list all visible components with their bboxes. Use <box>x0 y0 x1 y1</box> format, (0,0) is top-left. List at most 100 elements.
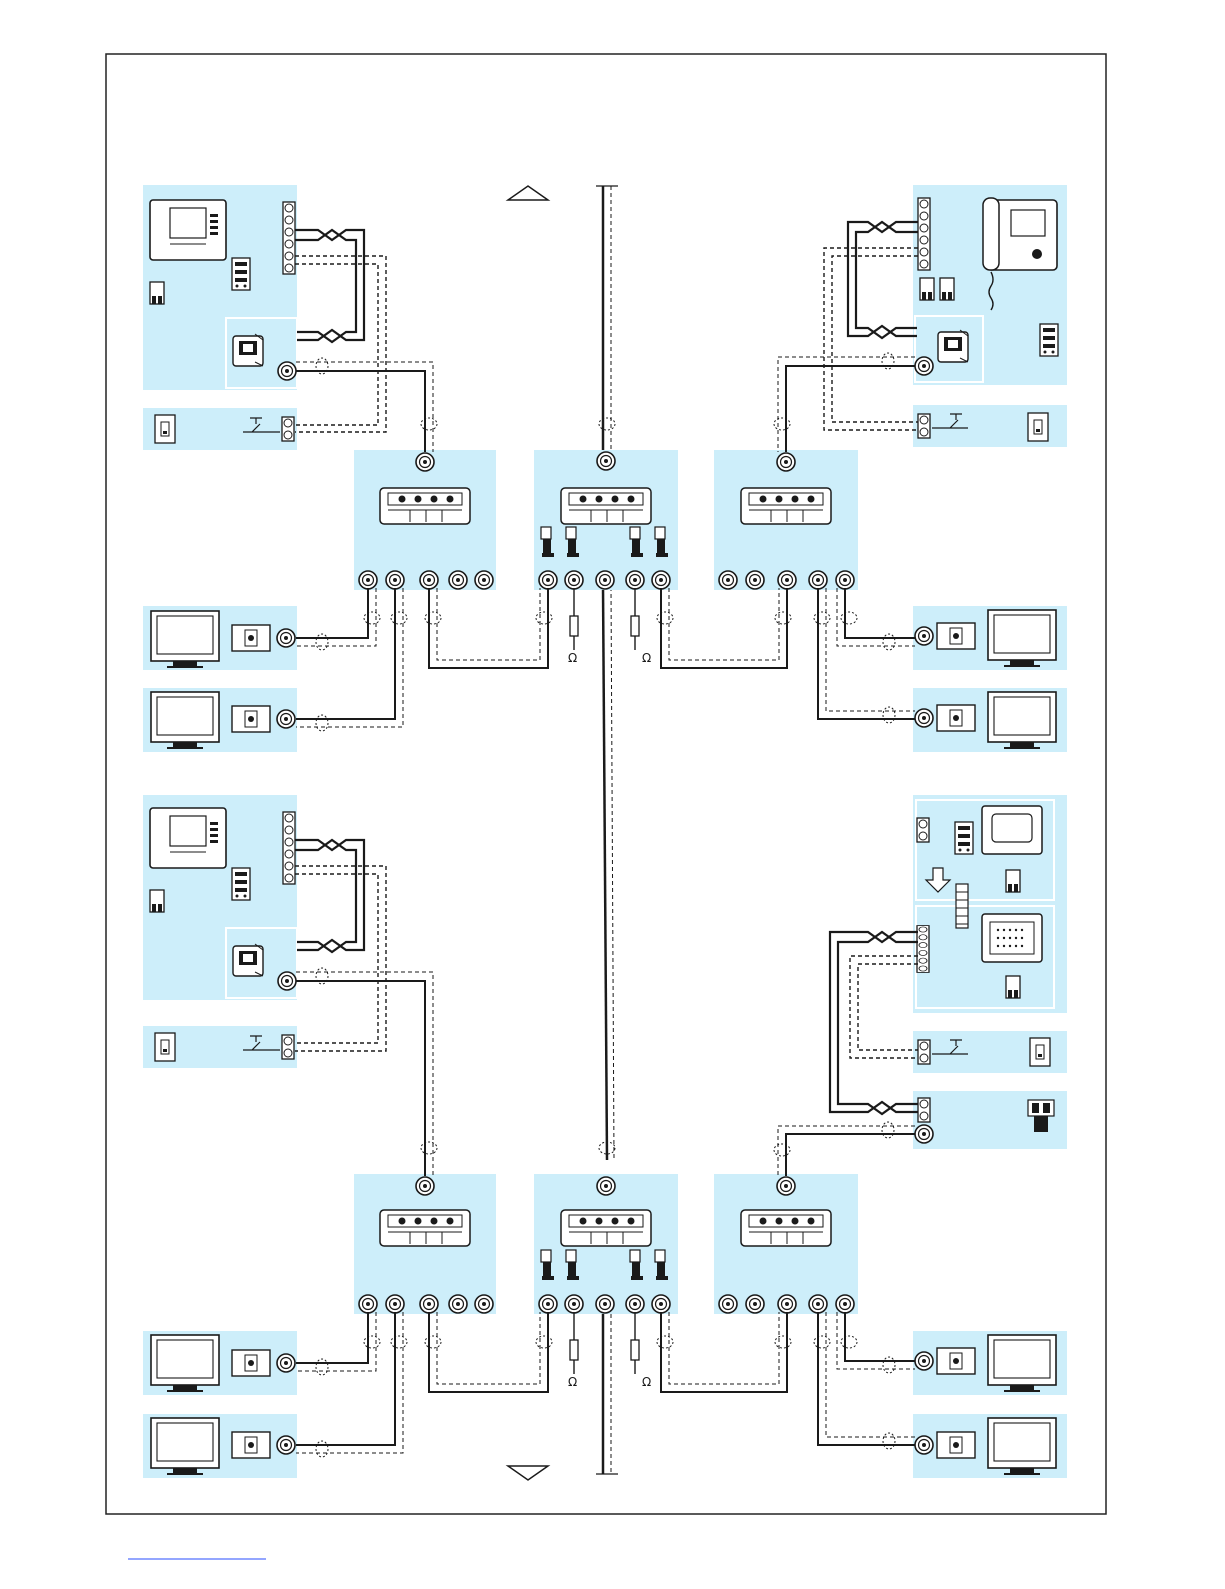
tv-panel-top-left-2 <box>143 688 297 752</box>
resistor-label: Ω <box>568 651 577 665</box>
resistor-icon <box>570 1340 578 1360</box>
tv-icon <box>151 1418 219 1475</box>
resistor-icon <box>631 1340 639 1360</box>
coax-outlet-icon <box>597 452 615 470</box>
coax-outlet-icon <box>778 1295 796 1313</box>
coax-outlet-icon <box>719 1295 737 1313</box>
coax-outlet-icon <box>626 571 644 589</box>
coax-connector-icon <box>233 334 263 366</box>
distributor-icon <box>561 488 651 524</box>
distributor-box-bottom-center <box>534 1174 678 1314</box>
coax-outlet-icon <box>937 623 975 649</box>
tv-icon <box>988 610 1056 667</box>
distributor-box-top-right <box>714 450 858 590</box>
tv-icon <box>151 692 219 749</box>
coax-outlet-icon <box>232 1350 270 1376</box>
terminal-block-icon <box>283 812 295 884</box>
coax-outlet-icon <box>915 357 933 375</box>
power-supply-icon <box>150 890 164 912</box>
resistor-label: Ω <box>568 1375 577 1389</box>
tv-icon <box>988 692 1056 749</box>
distributor-icon <box>741 1210 831 1246</box>
switch-icon <box>155 1033 175 1061</box>
terminal-block-icon <box>918 414 930 438</box>
coax-outlet-icon <box>915 1436 933 1454</box>
keypad-module-icon <box>1040 324 1058 356</box>
resistor-icon <box>631 616 639 636</box>
tv-icon <box>151 611 219 668</box>
coax-outlet-icon <box>652 571 670 589</box>
coax-outlet-icon <box>915 709 933 727</box>
arrow-up-icon <box>508 186 548 200</box>
coax-outlet-icon <box>277 629 295 647</box>
distributor-icon <box>380 1210 470 1246</box>
coax-outlet-icon <box>386 571 404 589</box>
resistor-label: Ω <box>642 651 651 665</box>
coax-outlet-icon <box>416 453 434 471</box>
coax-outlet-icon <box>539 571 557 589</box>
video-monitor-icon <box>150 200 226 260</box>
coax-outlet-icon <box>449 571 467 589</box>
distributor-icon <box>561 1210 651 1246</box>
ribbon-cable-icon <box>956 884 968 928</box>
switch-icon <box>1028 413 1048 441</box>
resistor-label: Ω <box>642 1375 651 1389</box>
coax-outlet-icon <box>809 571 827 589</box>
coax-outlet-icon <box>915 1125 933 1143</box>
terminal-block-icon <box>282 1035 294 1059</box>
coax-outlet-icon <box>596 1295 614 1313</box>
distributor-box-bottom-right <box>714 1174 858 1314</box>
coax-outlet-icon <box>836 1295 854 1313</box>
coax-connector-icon <box>938 330 968 362</box>
tv-panel-bottom-right-1 <box>913 1331 1067 1395</box>
coax-outlet-icon <box>416 1177 434 1195</box>
coax-outlet-icon <box>359 1295 377 1313</box>
hands-free-panel-icon <box>982 806 1042 854</box>
coax-outlet-icon <box>626 1295 644 1313</box>
coax-outlet-icon <box>596 571 614 589</box>
coax-connector-icon <box>233 944 263 976</box>
coax-outlet-icon <box>778 571 796 589</box>
terminal-block-icon <box>918 1040 930 1064</box>
coax-outlet-icon <box>809 1295 827 1313</box>
coax-outlet-icon <box>449 1295 467 1313</box>
distributor-icon <box>380 488 470 524</box>
coax-outlet-icon <box>597 1177 615 1195</box>
terminal-block-icon <box>283 202 295 274</box>
coax-outlet-icon <box>746 1295 764 1313</box>
distributor-box-bottom-left <box>354 1174 496 1314</box>
tv-panel-top-right-1 <box>913 606 1067 670</box>
coax-outlet-icon <box>420 1295 438 1313</box>
power-supply-icon <box>920 278 934 300</box>
coax-outlet-icon <box>539 1295 557 1313</box>
coax-outlet-icon <box>232 625 270 651</box>
video-monitor-icon <box>150 808 226 868</box>
tv-panel-top-right-2 <box>913 688 1067 752</box>
keypad-module-icon <box>232 258 250 290</box>
terminal-block-icon <box>917 818 929 842</box>
power-supply-icon <box>940 278 954 300</box>
coax-outlet-icon <box>277 1354 295 1372</box>
tv-panel-bottom-right-2 <box>913 1414 1067 1478</box>
tv-panel-bottom-left-2 <box>143 1414 297 1478</box>
distributor-box-top-center <box>534 450 678 590</box>
coax-outlet-icon <box>475 571 493 589</box>
coax-outlet-icon <box>937 1348 975 1374</box>
coax-outlet-icon <box>719 571 737 589</box>
coax-outlet-icon <box>232 706 270 732</box>
coax-outlet-icon <box>565 571 583 589</box>
switch-icon <box>155 415 175 443</box>
coax-outlet-icon <box>277 1436 295 1454</box>
terminal-block-icon <box>917 926 929 973</box>
terminal-block-icon <box>918 1098 930 1122</box>
coax-outlet-icon <box>937 1432 975 1458</box>
coax-outlet-icon <box>278 972 296 990</box>
coax-outlet-icon <box>386 1295 404 1313</box>
resistor-icon <box>570 616 578 636</box>
power-supply-icon <box>1006 976 1020 998</box>
coax-outlet-icon <box>359 571 377 589</box>
coax-outlet-icon <box>420 571 438 589</box>
tv-icon <box>988 1418 1056 1475</box>
